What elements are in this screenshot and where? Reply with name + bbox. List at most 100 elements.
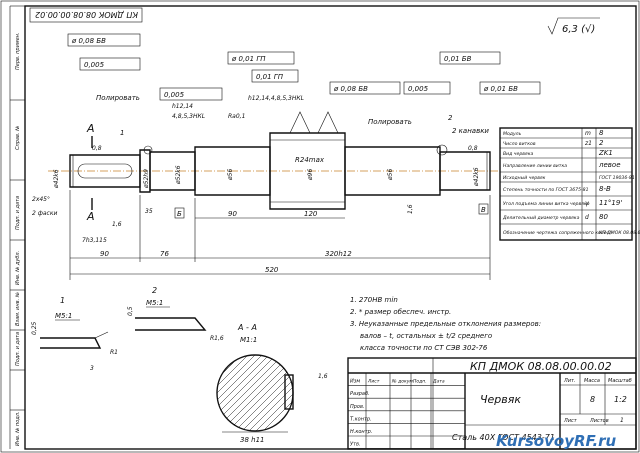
param-symbol: γ [585, 200, 589, 207]
scale-value: 1:2 [614, 395, 627, 404]
detail-2-scale: М5:1 [146, 299, 163, 307]
dim-chamfer2: 2 фаски [32, 210, 57, 217]
tb-row-label: Т.контр. [350, 416, 372, 422]
polish-1: Полировать [96, 94, 140, 102]
param-value: 11°19' [599, 199, 622, 207]
top-code: КП ДМОК 08.08.00.00.02 [35, 10, 138, 19]
section-hatch-line [217, 355, 291, 431]
tol-4: ø 0,01 ГП [231, 55, 266, 63]
dim-l2: 76 [160, 250, 169, 258]
param-table-frame [499, 127, 633, 241]
param-name: Угол подъема линии витка червяка [503, 201, 590, 207]
param-name: Вид червяка [503, 151, 533, 157]
radius-r24: R24max [295, 156, 325, 164]
length-dimensions: 90 76 90 120 320h12 520 35 7h3,115 [69, 190, 491, 280]
param-symbol: m [585, 130, 591, 137]
tol-2: 0,005 [84, 61, 105, 69]
section-hatch-line [276, 355, 293, 431]
dim-l7: 35 [145, 208, 153, 215]
sheet-label: Лист [563, 418, 578, 424]
side-label-4: Взам. инв. № [15, 292, 21, 326]
shaft-outline [69, 111, 491, 210]
section-hatch-line [217, 355, 256, 431]
side-label-2: Подп. и дата [15, 196, 21, 230]
section-hatch-line [217, 355, 277, 431]
grooves-note: 2 канавки [452, 127, 489, 135]
roughness-value: 6,3 (√) [562, 24, 595, 35]
param-value: ГОСТ 19036-81 [599, 175, 635, 181]
tb-col-label: Подп. [413, 379, 427, 385]
mass-label: Масса [584, 378, 600, 384]
tol-9: ø 0,01 БВ [483, 85, 518, 93]
dim-d6: ø56 [387, 169, 394, 181]
section-hatch-line [217, 355, 242, 431]
label-a-top: А [86, 122, 95, 135]
param-value: 80 [599, 213, 608, 221]
detail-1-d025: 0,25 [31, 321, 38, 335]
tb-row-label: Пров. [350, 404, 365, 410]
param-value: левое [598, 161, 621, 169]
section-hatch-line [217, 355, 284, 431]
section-hatch-line [248, 355, 293, 431]
ra-3: 1,6 [112, 221, 122, 228]
param-name: Направление линии витка [503, 163, 567, 169]
section-hatch-line [269, 355, 293, 431]
detail-2-d05: 0,5 [127, 306, 134, 316]
tolerance-frames: ø 0,08 БВ 0,005 0,005 ø 0,01 ГП 0,01 ГП … [67, 33, 541, 101]
detail-2-title: 2 [152, 286, 157, 295]
note-3: валов – t, остальных ± t/2 среднего [360, 332, 492, 340]
side-label-1: Справ. № [15, 126, 21, 150]
fit-1: h12,14 [172, 103, 193, 110]
lit-label: Лит. [563, 378, 576, 384]
dim-l6: 520 [265, 266, 279, 274]
detail-2-marker: 2 [448, 114, 453, 122]
ra-top: Ra0,1 [228, 113, 245, 120]
section-hatch-line [217, 355, 235, 431]
sheets-count: 1 [620, 417, 624, 424]
detail-view-1: 1 М5:1 R1 0,25 3 [31, 296, 118, 372]
param-value: КП ДМОК 08.08.00.00.01 [599, 230, 640, 236]
section-hatch-line [137, 355, 213, 431]
section-hatch-line [217, 355, 221, 431]
section-a-a: А - А М1:1 38 h11 1,6 [137, 323, 328, 444]
section-hatch-line [217, 355, 249, 431]
param-name: Делительный диаметр червяка [502, 215, 580, 221]
tol-1: ø 0,08 БВ [71, 37, 106, 45]
watermark: KursovoyRF.ru [496, 432, 617, 450]
section-hatch-line [217, 355, 228, 431]
detail-1-marker: 1 [120, 129, 124, 137]
tb-col-label: № докум. [391, 379, 414, 385]
detail-view-2: 2 М5:1 0,5 R1,6 [127, 286, 224, 342]
section-hatch-line [217, 355, 263, 431]
tol-5: 0,01 ГП [256, 73, 284, 81]
section-scale: М1:1 [240, 336, 257, 344]
param-name: Исходный червяк [503, 175, 546, 181]
side-label-5: Подп. и дата [15, 332, 21, 366]
label-a-bottom: А [86, 210, 95, 223]
note-2: 3. Неуказанные предельные отклонения раз… [350, 320, 541, 328]
detail-1-d3: 3 [90, 365, 94, 372]
mass-value: 8 [590, 395, 595, 404]
section-ra: 1,6 [318, 373, 328, 380]
tb-row-label: Изм [350, 379, 360, 385]
param-value: 8-В [599, 185, 611, 193]
dim-l4: 120 [304, 210, 318, 218]
dim-l1: 90 [100, 250, 109, 258]
section-title: А - А [237, 323, 257, 332]
dim-d3: ø52k6 [175, 165, 182, 185]
dim-d7: ø42k6 [473, 167, 480, 187]
detail-1-r: R1 [110, 349, 118, 356]
section-hatch-line [255, 355, 293, 431]
side-label-0: Перв. примен. [15, 32, 21, 70]
dim-d5: ø96 [307, 169, 314, 181]
dim-d4: ø56 [227, 169, 234, 181]
material: Сталь 40Х ГОСТ 4543-71 [452, 433, 555, 442]
dim-l5: 320h12 [325, 250, 352, 258]
param-name: Степень точности по ГОСТ 3675-81 [503, 187, 589, 193]
detail-1-scale: М5:1 [55, 312, 72, 320]
dim-d1: ø42k6 [53, 169, 60, 189]
dim-l3: 90 [228, 210, 237, 218]
